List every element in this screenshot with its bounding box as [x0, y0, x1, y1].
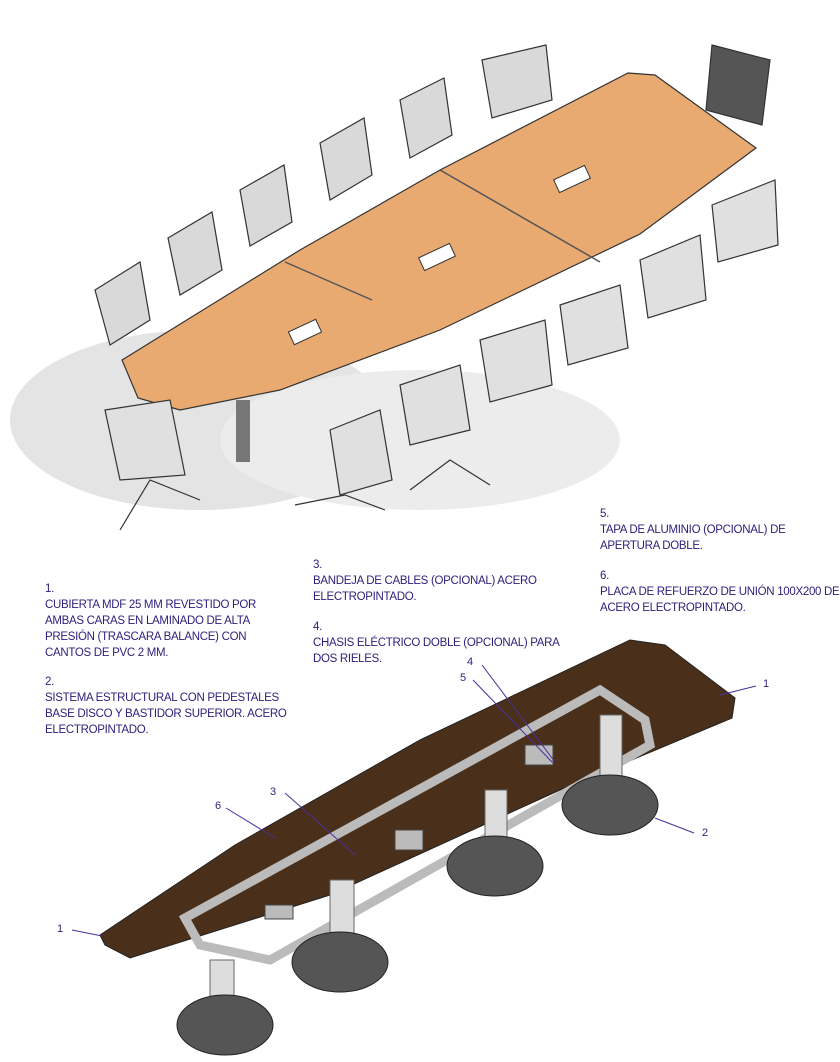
pedestal-discs — [176, 774, 659, 1056]
note-number: 2. — [45, 676, 54, 688]
note-number: 3. — [313, 559, 322, 571]
note-2: 2. SISTEMA ESTRUCTURAL CON PEDESTALES BA… — [45, 674, 287, 738]
callout-4: 4 — [467, 656, 474, 668]
note-line: BASE DISCO Y BASTIDOR SUPERIOR. ACERO — [45, 708, 287, 720]
note-line: ACERO ELECTROPINTADO. — [600, 602, 746, 614]
note-number: 6. — [600, 570, 609, 582]
callout-5: 5 — [460, 672, 467, 684]
leader-lines — [71, 664, 757, 937]
chairs-back-row — [94, 44, 771, 346]
note-line: AMBAS CARAS EN LAMINADO DE ALTA — [45, 615, 250, 627]
callout-1: 1 — [763, 678, 770, 690]
callout-1: 1 — [57, 923, 64, 935]
callout-3: 3 — [270, 786, 277, 798]
chairs-front-row — [104, 179, 779, 531]
note-line: ELECTROPINTADO. — [313, 591, 417, 603]
note-1: 1. CUBIERTA MDF 25 MM REVESTIDO POR AMBA… — [45, 581, 256, 661]
note-line: SISTEMA ESTRUCTURAL CON PEDESTALES — [45, 692, 279, 704]
note-line: BANDEJA DE CABLES (OPCIONAL) ACERO — [313, 575, 537, 587]
note-line: PLACA DE REFUERZO DE UNIÓN 100X200 DE — [600, 586, 840, 598]
note-6: 6. PLACA DE REFUERZO DE UNIÓN 100X200 DE… — [600, 568, 840, 616]
note-line: PRESIÓN (TRASCARA BALANCE) CON — [45, 631, 247, 643]
note-line: CUBIERTA MDF 25 MM REVESTIDO POR — [45, 599, 257, 611]
note-number: 5. — [600, 508, 609, 520]
note-line: APERTURA DOBLE. — [600, 540, 703, 552]
table-top-view — [121, 72, 758, 462]
note-line: ELECTROPINTADO. — [45, 724, 149, 736]
table-underside-view — [99, 639, 736, 1056]
note-line: CHASIS ELÉCTRICO DOBLE (OPCIONAL) PARA — [313, 637, 560, 649]
callout-2: 2 — [702, 827, 709, 839]
note-line: DOS RIELES. — [313, 653, 382, 665]
note-number: 1. — [45, 583, 54, 595]
note-line: TAPA DE ALUMINIO (OPCIONAL) DE — [600, 524, 786, 536]
callout-6: 6 — [215, 800, 222, 812]
note-number: 4. — [313, 621, 322, 633]
note-5: 5. TAPA DE ALUMINIO (OPCIONAL) DE APERTU… — [600, 506, 786, 554]
note-line: CANTOS DE PVC 2 MM. — [45, 647, 169, 659]
note-4: 4. CHASIS ELÉCTRICO DOBLE (OPCIONAL) PAR… — [313, 619, 560, 667]
note-3: 3. BANDEJA DE CABLES (OPCIONAL) ACERO EL… — [313, 557, 537, 605]
